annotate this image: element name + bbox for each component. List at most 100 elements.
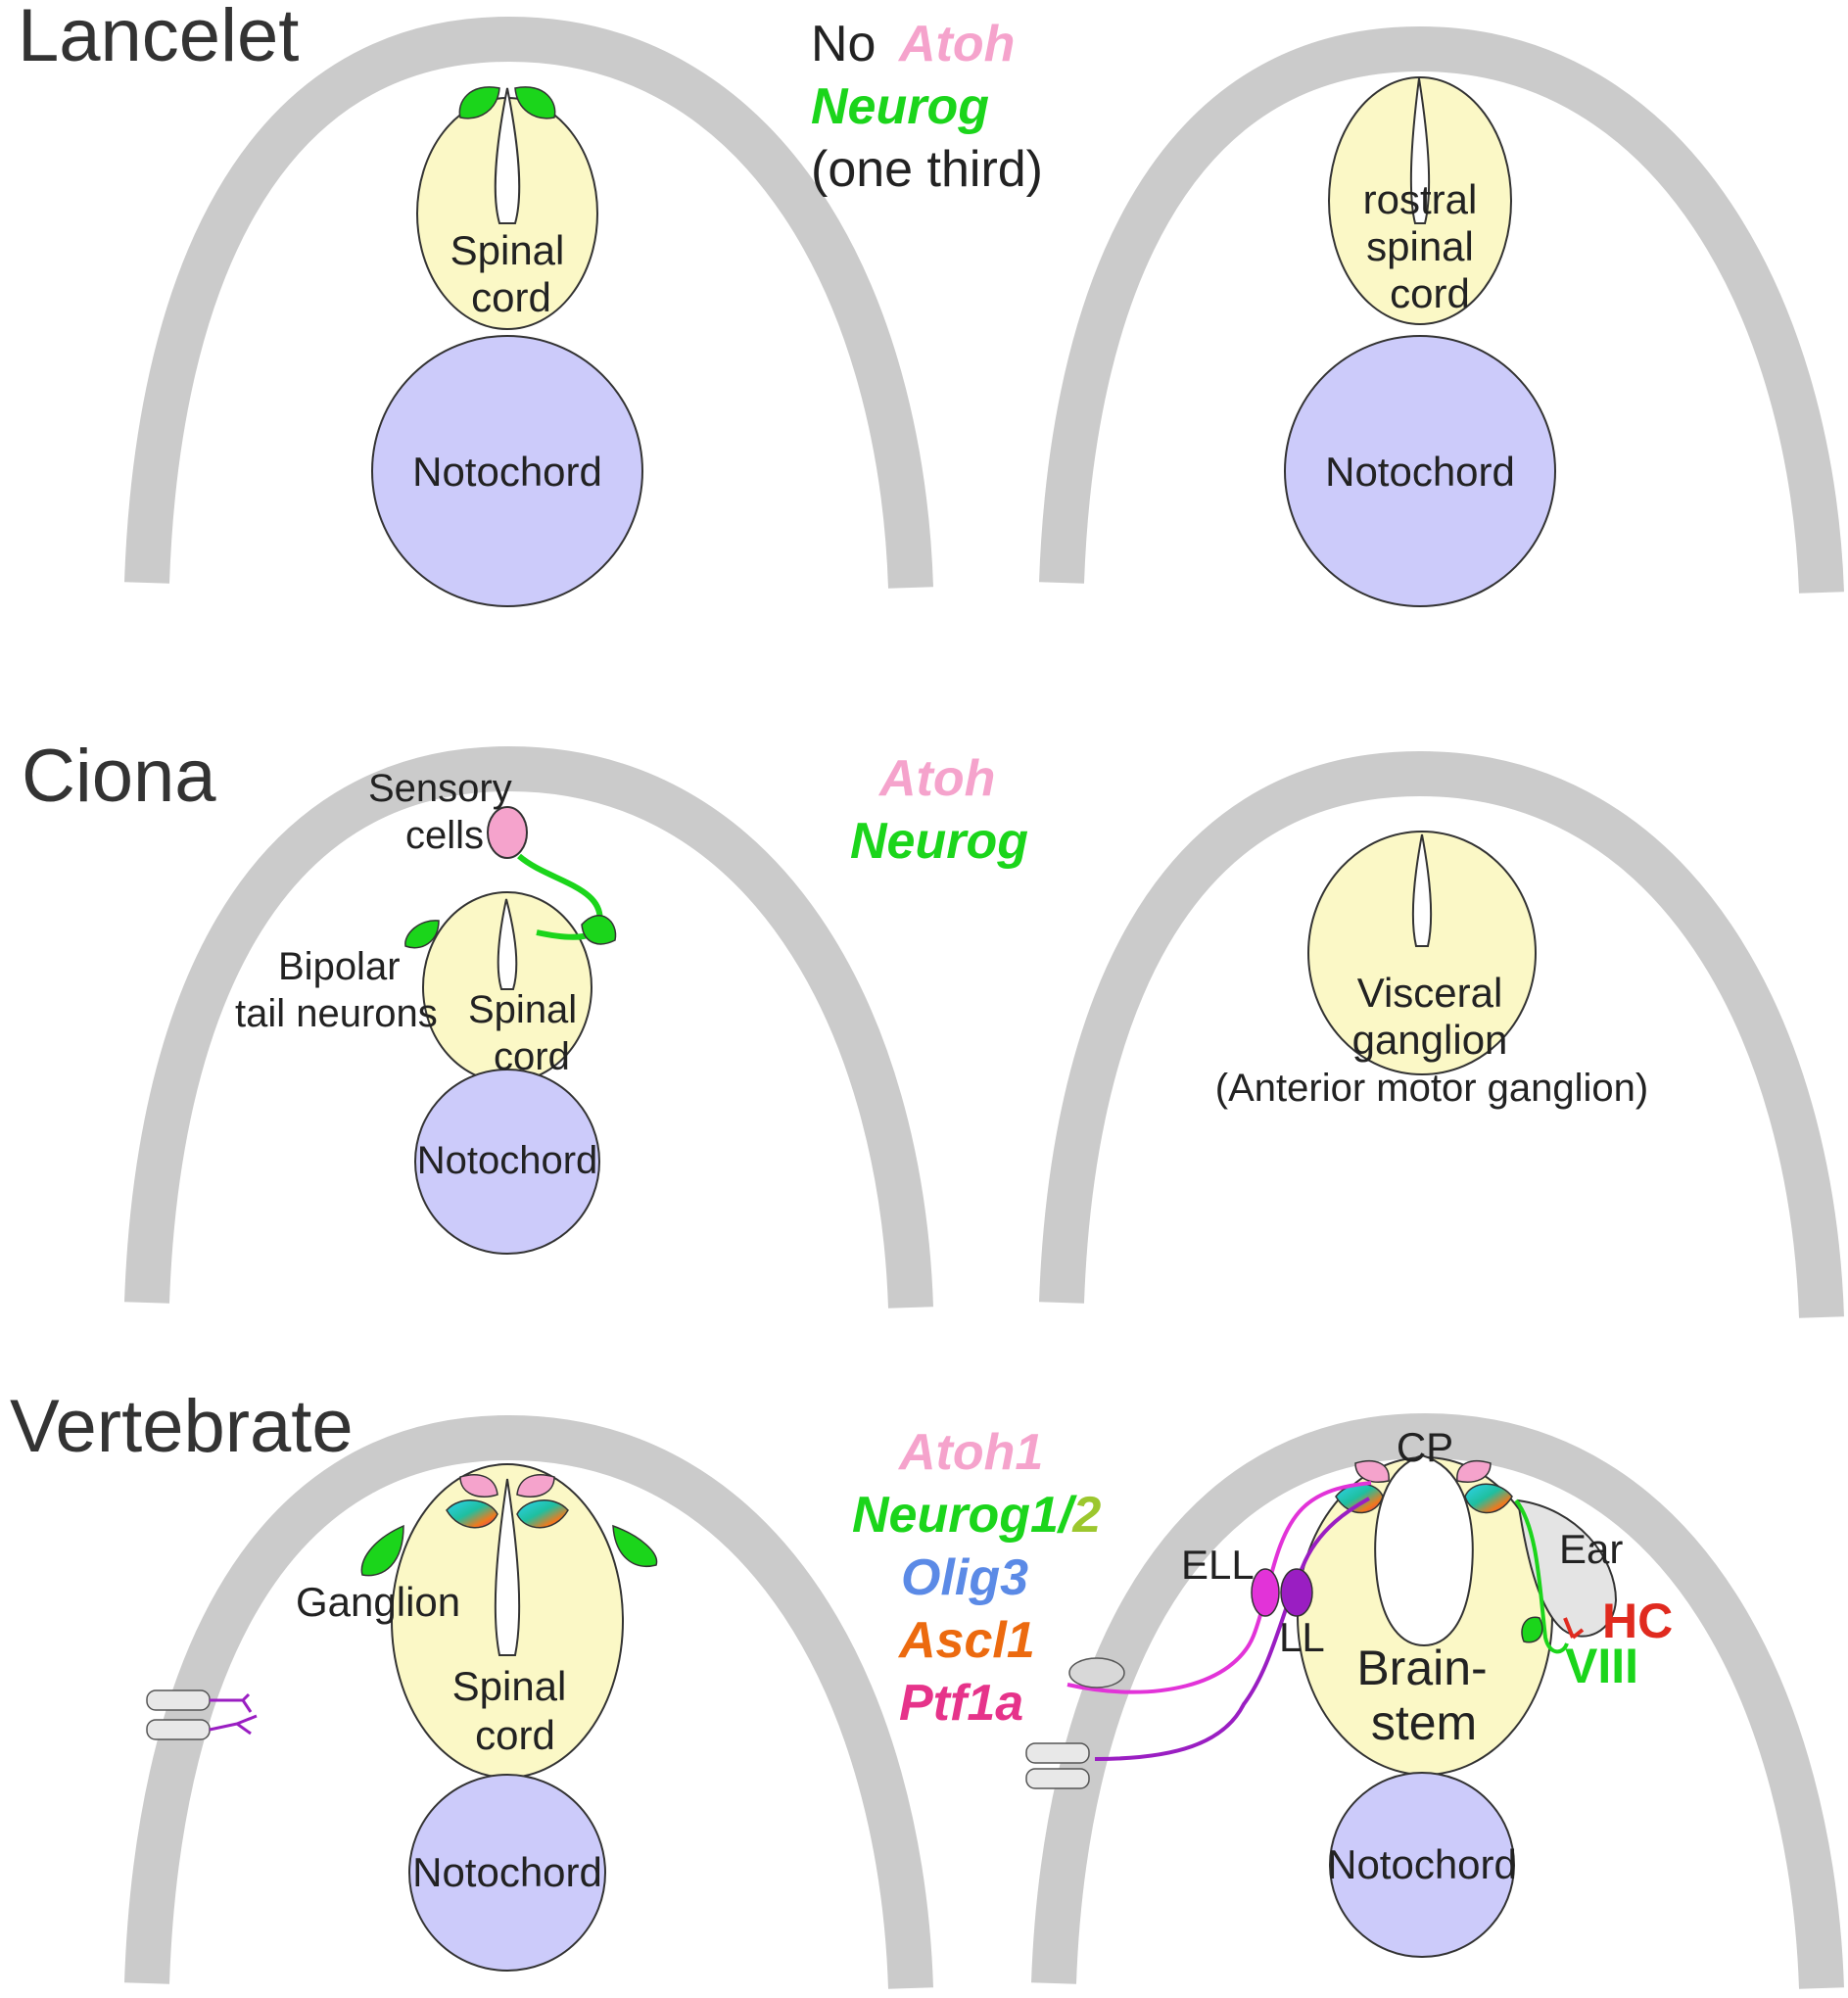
vertebrate-left-panel: Ganglion Spinal cord Notochord <box>124 1414 933 1989</box>
lancelet-row: Lancelet Spinal cord Notochord No Atoh N… <box>18 0 1844 607</box>
bipolar-label-1: Bipolar <box>278 945 401 988</box>
notochord-label: Notochord <box>417 1139 598 1182</box>
central-canal <box>494 1478 521 1656</box>
atoh1-domain-left <box>1354 1460 1390 1483</box>
body-wall-arch <box>1031 1412 1844 1989</box>
spinal-label-2: cord <box>475 1712 555 1758</box>
green-dorsal-cells-left <box>458 86 500 119</box>
anterior-motor-ganglion-label: (Anterior motor ganglion) <box>1215 1067 1648 1110</box>
notochord <box>414 1069 600 1255</box>
ganglion-label: ganglion <box>1352 1017 1508 1063</box>
notochord-label: Notochord <box>1325 449 1515 495</box>
notochord <box>408 1774 606 1972</box>
rostral-label: rostral <box>1363 176 1478 222</box>
note-atoh: Atoh <box>897 16 1015 72</box>
brainstem-label-2: stem <box>1371 1695 1477 1750</box>
vertebrate-right-panel: CP ELL LL Ear HC VIII Brain- stem Notoch… <box>1025 1412 1844 1989</box>
bipolar-neuron-right <box>581 915 617 945</box>
notochord-label: Notochord <box>412 1849 602 1895</box>
spinal-label-2: cord <box>471 274 551 320</box>
ciona-genes: Atoh Neurog <box>850 750 1028 870</box>
notochord <box>371 335 643 607</box>
spinal-label-1: Spinal <box>452 1663 567 1709</box>
gene-atoh1: Atoh1 <box>897 1424 1043 1481</box>
ganglion-label: Ganglion <box>296 1579 460 1625</box>
body-wall-arch <box>124 745 933 1308</box>
gene-olig3: Olig3 <box>901 1549 1028 1606</box>
central-canal <box>494 87 521 224</box>
ganglion-left <box>360 1524 404 1577</box>
gene-ascl1: Ascl1 <box>897 1612 1035 1669</box>
note-neurog: Neurog <box>811 78 989 135</box>
hc-label: HC <box>1602 1594 1673 1648</box>
skin-receptor-cells <box>146 1689 258 1740</box>
cord-label: cord <box>1390 270 1470 316</box>
ciona-title: Ciona <box>22 735 216 818</box>
hair-cell-marker <box>1563 1617 1585 1640</box>
viii-nerve <box>1514 1498 1569 1654</box>
ll-label: LL <box>1279 1614 1325 1660</box>
ll-ganglion <box>1280 1568 1313 1617</box>
note-one-third: (one third) <box>811 141 1043 198</box>
cp-label: CP <box>1397 1424 1453 1470</box>
notochord <box>1329 1772 1515 1958</box>
viii-ganglion <box>1521 1616 1543 1643</box>
body-wall-arch <box>1039 25 1844 594</box>
lancelet-gene-note: No Atoh Neurog (one third) <box>811 16 1043 198</box>
gene-neurog: Neurog <box>850 813 1028 870</box>
sensory-label-1: Sensory <box>368 767 512 810</box>
green-dorsal-cells-right <box>514 86 556 119</box>
lancelet-left-panel: Spinal cord Notochord <box>124 16 933 607</box>
gene-atoh: Atoh <box>877 750 995 807</box>
ciona-right-panel: Visceral ganglion (Anterior motor gangli… <box>1039 750 1844 1318</box>
ear-label: Ear <box>1559 1526 1623 1572</box>
notochord <box>1284 335 1556 607</box>
central-canal <box>1409 77 1431 224</box>
central-canal <box>1411 833 1433 947</box>
sensory-cell <box>487 806 528 859</box>
note-prefix: No <box>811 16 876 72</box>
gene-ptf1a: Ptf1a <box>899 1675 1023 1732</box>
notochord-label: Notochord <box>412 449 602 495</box>
visceral-label: Visceral <box>1357 970 1503 1016</box>
gene-neurog1: Neurog1 <box>852 1487 1059 1544</box>
gene-neurog2: 2 <box>1071 1487 1101 1544</box>
visceral-ganglion <box>1307 831 1537 1075</box>
atoh1-domain-right <box>516 1474 555 1498</box>
gene-domain-right <box>516 1499 569 1529</box>
sensory-label-2: cells <box>405 814 484 857</box>
spinal-label-1: Spinal <box>450 227 565 273</box>
body-wall-arch <box>1039 750 1844 1318</box>
ear <box>1516 1498 1618 1638</box>
body-wall-arch <box>124 16 933 589</box>
vertebrate-gene-list: Atoh1 Neurog1/2 Olig3 Ascl1 Ptf1a <box>852 1424 1101 1732</box>
spinal-label: spinal <box>1366 223 1474 269</box>
brainstem-label-1: Brain- <box>1356 1641 1487 1695</box>
neuromast-cells <box>1025 1657 1125 1789</box>
atoh1-domain-right <box>1456 1460 1492 1483</box>
notochord-label: Notochord <box>1327 1841 1517 1887</box>
central-canal <box>497 898 518 990</box>
bipolar-label-2: tail neurons <box>235 992 438 1035</box>
gene-neurog12: Neurog1/2 <box>852 1487 1101 1544</box>
gene-domain-left <box>446 1499 498 1529</box>
spinal-label-2: cord <box>494 1035 570 1078</box>
gene-domain-right <box>1464 1483 1513 1514</box>
body-wall-arch <box>124 1414 933 1989</box>
ganglion-right <box>612 1524 658 1567</box>
lancelet-title: Lancelet <box>18 0 299 77</box>
fourth-ventricle <box>1374 1453 1474 1647</box>
vertebrate-title: Vertebrate <box>10 1385 354 1468</box>
ell-ganglion <box>1251 1568 1280 1617</box>
atoh1-domain-left <box>459 1474 498 1498</box>
ciona-left-panel: Sensory cells Bipolar tail neurons Spina… <box>124 745 933 1308</box>
ll-nerve <box>1094 1497 1370 1761</box>
spinal-label-1: Spinal <box>468 988 577 1031</box>
ell-label: ELL <box>1181 1542 1255 1588</box>
ciona-row: Ciona Sensory cells Bipolar tail neurons… <box>22 735 1844 1318</box>
bipolar-neuron-left <box>404 920 440 949</box>
lancelet-right-panel: rostral spinal cord Notochord <box>1039 25 1844 607</box>
viii-label: VIII <box>1565 1639 1638 1693</box>
vertebrate-row: Vertebrate Ganglion Spinal cord Notochor… <box>10 1385 1844 1989</box>
